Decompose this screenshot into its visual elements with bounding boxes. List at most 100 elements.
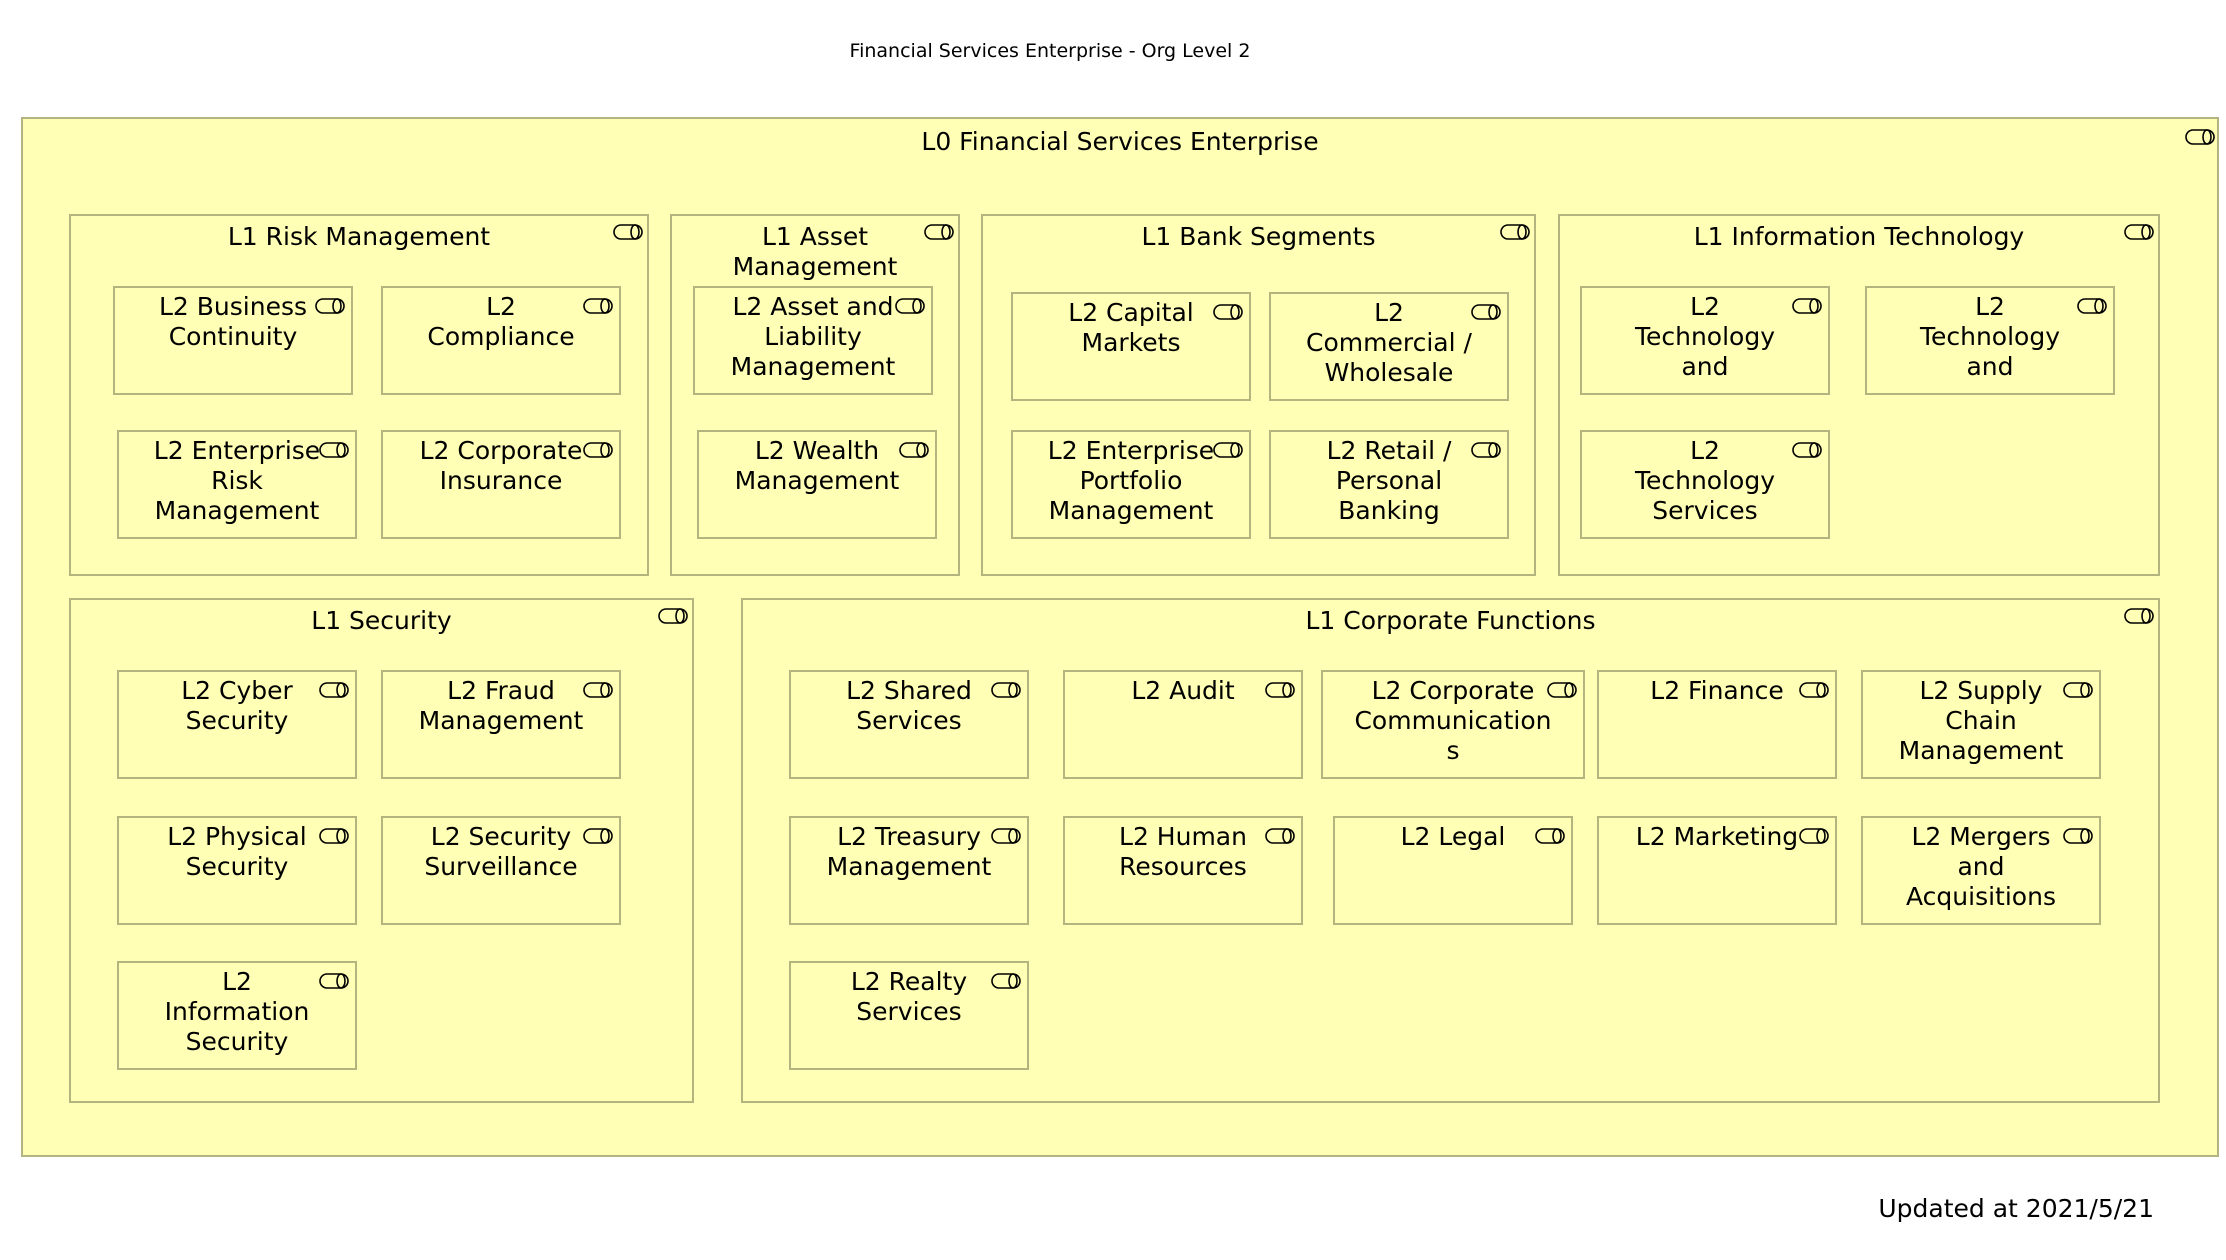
l2-label: L2 Finance — [1650, 676, 1784, 705]
l2-technology-and-2[interactable]: L2 Technology and — [1865, 286, 2115, 395]
component-icon — [1471, 442, 1501, 458]
l2-retail-personal-banking[interactable]: L2 Retail / Personal Banking — [1269, 430, 1509, 539]
l2-enterprise-risk-management[interactable]: L2 Enterprise Risk Management — [117, 430, 357, 539]
l2-asset-and-liability-management[interactable]: L2 Asset and Liability Management — [693, 286, 933, 395]
component-icon — [1792, 298, 1822, 314]
l2-label: L2 Fraud Management — [418, 676, 584, 735]
l2-technology-and-1[interactable]: L2 Technology and — [1580, 286, 1830, 395]
component-icon — [2077, 298, 2107, 314]
diagram-title: Financial Services Enterprise - Org Leve… — [849, 40, 1251, 62]
l2-label: L2 Cyber Security — [181, 676, 293, 735]
l2-compliance[interactable]: L2 Compliance — [381, 286, 621, 395]
l2-marketing[interactable]: L2 Marketing — [1597, 816, 1837, 925]
l2-information-security[interactable]: L2 Information Security — [117, 961, 357, 1070]
component-icon — [658, 608, 688, 624]
l2-label: L2 Asset and Liability Management — [730, 292, 896, 381]
l2-label: L2 Marketing — [1635, 822, 1799, 851]
component-icon — [1213, 304, 1243, 320]
component-icon — [1547, 682, 1577, 698]
l2-label: L2 Treasury Management — [826, 822, 992, 881]
l2-label: L2 Enterprise Portfolio Management — [1047, 436, 1215, 525]
l2-supply-chain-management[interactable]: L2 Supply Chain Management — [1861, 670, 2101, 779]
l2-label: L2 Security Surveillance — [424, 822, 578, 881]
l1-label: L1 Bank Segments — [1141, 222, 1376, 251]
l2-technology-services[interactable]: L2 Technology Services — [1580, 430, 1830, 539]
l2-enterprise-portfolio-management[interactable]: L2 Enterprise Portfolio Management — [1011, 430, 1251, 539]
l2-label: L2 Physical Security — [167, 822, 307, 881]
l1-label: L1 Corporate Functions — [1305, 606, 1596, 635]
l2-wealth-management[interactable]: L2 Wealth Management — [697, 430, 937, 539]
l2-cyber-security[interactable]: L2 Cyber Security — [117, 670, 357, 779]
component-icon — [583, 682, 613, 698]
l2-treasury-management[interactable]: L2 Treasury Management — [789, 816, 1029, 925]
component-icon — [319, 828, 349, 844]
component-icon — [1500, 224, 1530, 240]
l2-capital-markets[interactable]: L2 Capital Markets — [1011, 292, 1251, 401]
l2-label: L2 Realty Services — [850, 967, 968, 1026]
component-icon — [315, 298, 345, 314]
component-icon — [924, 224, 954, 240]
component-icon — [1213, 442, 1243, 458]
component-icon — [583, 828, 613, 844]
component-icon — [899, 442, 929, 458]
l2-label: L2 Technology and — [1919, 292, 2061, 381]
l2-fraud-management[interactable]: L2 Fraud Management — [381, 670, 621, 779]
component-icon — [2063, 828, 2093, 844]
component-icon — [2124, 608, 2154, 624]
l2-label: L2 Corporate Communication s — [1354, 676, 1552, 765]
component-icon — [319, 973, 349, 989]
l2-human-resources[interactable]: L2 Human Resources — [1063, 816, 1303, 925]
business-actor-capability-icon — [2185, 129, 2215, 145]
component-icon — [991, 828, 1021, 844]
l2-corporate-communications[interactable]: L2 Corporate Communication s — [1321, 670, 1585, 779]
component-icon — [1792, 442, 1822, 458]
l2-physical-security[interactable]: L2 Physical Security — [117, 816, 357, 925]
l2-label: L2 Supply Chain Management — [1898, 676, 2064, 765]
l2-label: L2 Wealth Management — [734, 436, 900, 495]
l1-label: L1 Risk Management — [227, 222, 491, 251]
l2-realty-services[interactable]: L2 Realty Services — [789, 961, 1029, 1070]
l2-label: L2 Enterprise Risk Management — [153, 436, 321, 525]
l2-shared-services[interactable]: L2 Shared Services — [789, 670, 1029, 779]
l1-label: L1 Information Technology — [1693, 222, 2025, 251]
l2-legal[interactable]: L2 Legal — [1333, 816, 1573, 925]
updated-timestamp: Updated at 2021/5/21 — [1878, 1194, 2154, 1223]
l2-label: L2 Human Resources — [1119, 822, 1247, 881]
l2-corporate-insurance[interactable]: L2 Corporate Insurance — [381, 430, 621, 539]
l2-label: L2 Legal — [1400, 822, 1506, 851]
l2-label: L2 Compliance — [427, 292, 575, 351]
l2-commercial-wholesale[interactable]: L2 Commercial / Wholesale — [1269, 292, 1509, 401]
l2-mergers-and-acquisitions[interactable]: L2 Mergers and Acquisitions — [1861, 816, 2101, 925]
l2-label: L2 Information Security — [164, 967, 310, 1056]
component-icon — [613, 224, 643, 240]
l2-label: L2 Commercial / Wholesale — [1306, 298, 1472, 387]
l2-label: L2 Technology and — [1634, 292, 1776, 381]
component-icon — [583, 298, 613, 314]
l2-label: L2 Technology Services — [1634, 436, 1776, 525]
component-icon — [991, 973, 1021, 989]
l2-label: L2 Corporate Insurance — [419, 436, 583, 495]
l2-audit[interactable]: L2 Audit — [1063, 670, 1303, 779]
component-icon — [2063, 682, 2093, 698]
l2-label: L2 Mergers and Acquisitions — [1906, 822, 2056, 911]
component-icon — [583, 442, 613, 458]
l2-label: L2 Audit — [1131, 676, 1235, 705]
component-icon — [319, 682, 349, 698]
component-icon — [1471, 304, 1501, 320]
component-icon — [895, 298, 925, 314]
l1-label: L1 Asset Management — [732, 222, 898, 281]
component-icon — [2124, 224, 2154, 240]
component-icon — [1265, 828, 1295, 844]
l2-security-surveillance[interactable]: L2 Security Surveillance — [381, 816, 621, 925]
component-icon — [1799, 682, 1829, 698]
l2-label: L2 Shared Services — [846, 676, 972, 735]
l0-label: L0 Financial Services Enterprise — [921, 127, 1319, 156]
l1-label: L1 Security — [311, 606, 452, 635]
l2-label: L2 Capital Markets — [1068, 298, 1194, 357]
l2-label: L2 Business Continuity — [158, 292, 308, 351]
component-icon — [1535, 828, 1565, 844]
component-icon — [1799, 828, 1829, 844]
l2-business-continuity[interactable]: L2 Business Continuity — [113, 286, 353, 395]
l2-label: L2 Retail / Personal Banking — [1326, 436, 1452, 525]
l2-finance[interactable]: L2 Finance — [1597, 670, 1837, 779]
